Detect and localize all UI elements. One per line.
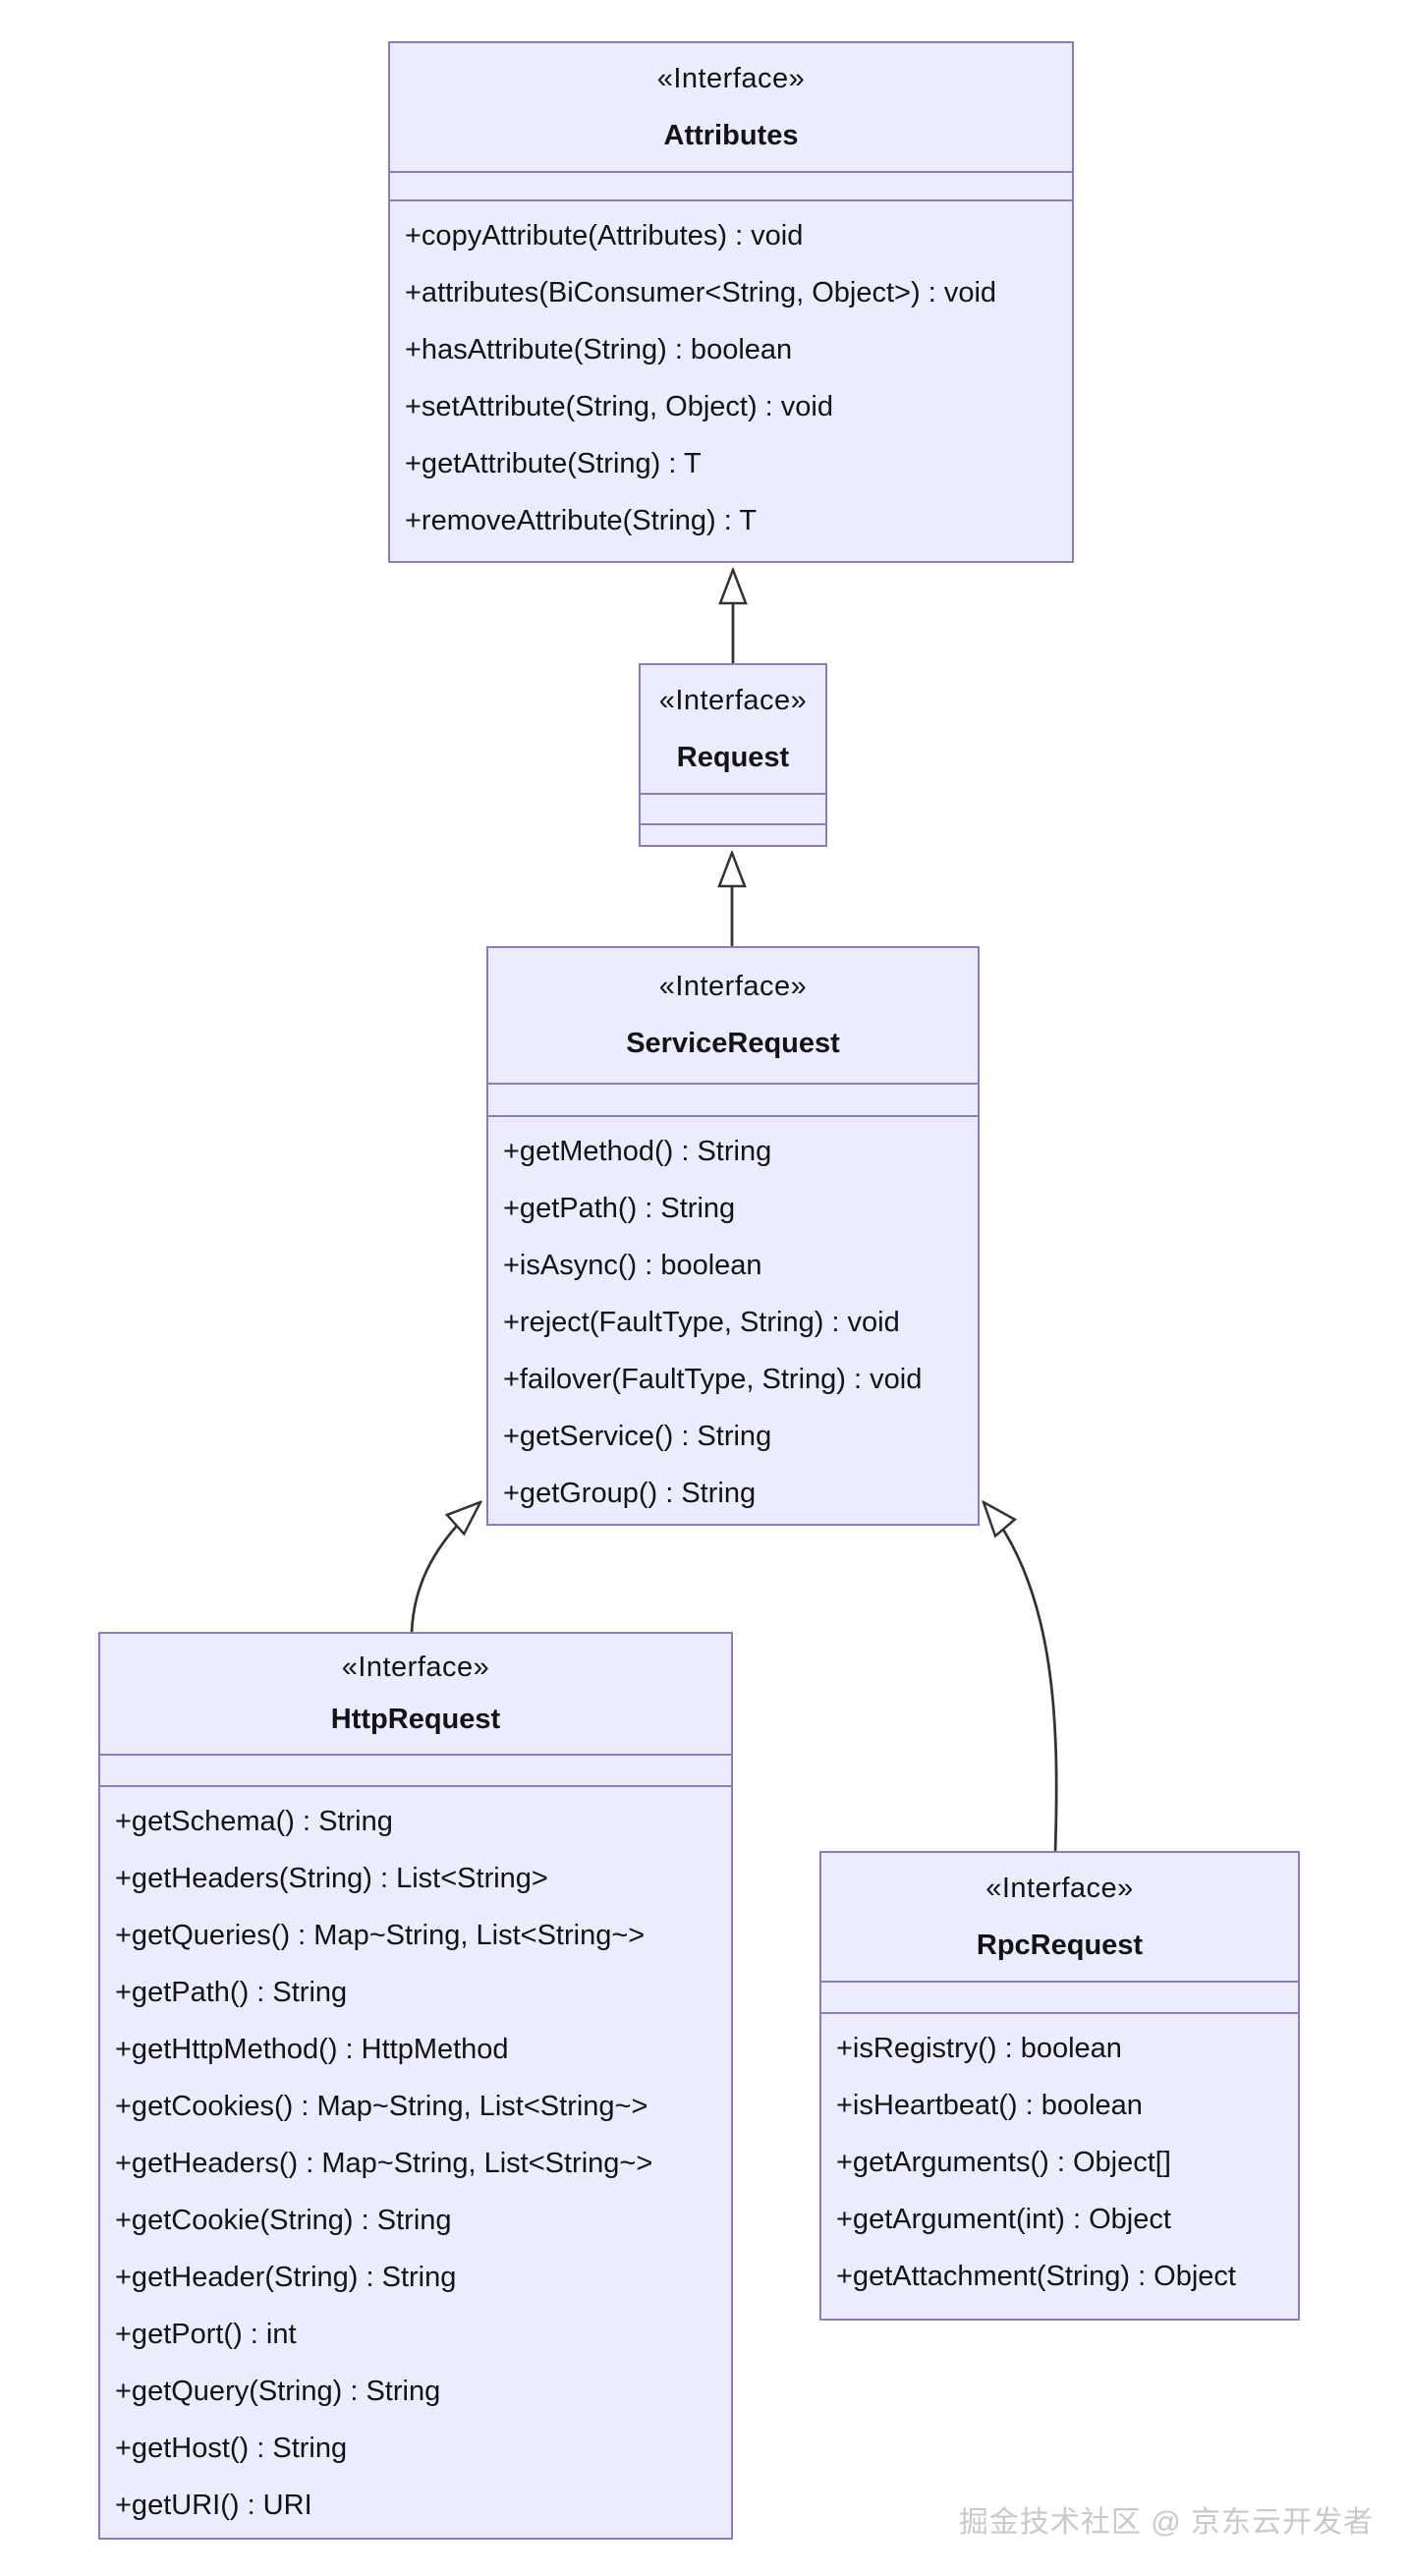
method-item: +getQueries() : Map~String, List<String~…	[115, 1919, 646, 1951]
method-item: +getArgument(int) : Object	[836, 2203, 1171, 2235]
class-box-rpcrequest: «Interface» RpcRequest +isRegistry() : b…	[819, 1851, 1300, 2321]
inheritance-arrow-rpcrequest-to-servicerequest	[984, 1502, 1058, 1854]
class-name-servicerequest: ServiceRequest	[626, 1028, 840, 1059]
method-item: +removeAttribute(String) : T	[405, 504, 758, 536]
method-item: +getSchema() : String	[115, 1805, 393, 1837]
method-item: +getHttpMethod() : HttpMethod	[115, 2033, 509, 2065]
stereotype-label: «Interface»	[658, 971, 808, 1002]
methods-compartment-rpcrequest: +isRegistry() : boolean +isHeartbeat() : …	[821, 2012, 1298, 2319]
method-item: +getHeaders(String) : List<String>	[115, 1862, 548, 1894]
stereotype-label: «Interface»	[656, 62, 806, 94]
method-item: +setAttribute(String, Object) : void	[405, 390, 833, 422]
method-item: +getService() : String	[503, 1420, 772, 1452]
class-title-attributes: «Interface» Attributes	[390, 43, 1072, 171]
method-item: +isAsync() : boolean	[503, 1249, 762, 1281]
method-item: +getMethod() : String	[503, 1135, 772, 1167]
method-item: +reject(FaultType, String) : void	[503, 1306, 900, 1338]
fields-compartment-httprequest	[100, 1754, 731, 1785]
class-name-rpcrequest: RpcRequest	[976, 1929, 1144, 1961]
method-item: +getGroup() : String	[503, 1477, 757, 1509]
class-box-httprequest: «Interface» HttpRequest +getSchema() : S…	[98, 1632, 733, 2540]
class-title-rpcrequest: «Interface» RpcRequest	[821, 1853, 1298, 1981]
method-item: +failover(FaultType, String) : void	[503, 1363, 923, 1395]
fields-compartment-servicerequest	[488, 1083, 978, 1115]
method-item: +isHeartbeat() : boolean	[836, 2089, 1143, 2121]
method-item: +getQuery(String) : String	[115, 2375, 441, 2407]
methods-compartment-servicerequest: +getMethod() : String +getPath() : String…	[488, 1115, 978, 1524]
class-box-attributes: «Interface» Attributes +copyAttribute(At…	[388, 41, 1074, 563]
class-box-servicerequest: «Interface» ServiceRequest +getMethod() …	[486, 946, 980, 1526]
class-title-request: «Interface» Request	[641, 665, 825, 793]
method-item: +hasAttribute(String) : boolean	[405, 333, 793, 365]
method-item: +getPath() : String	[115, 1976, 348, 2008]
watermark: 掘金技术社区 @ 京东云开发者	[958, 2506, 1374, 2539]
method-item: +getPort() : int	[115, 2318, 297, 2350]
inheritance-arrow-httprequest-to-servicerequest	[410, 1502, 480, 1634]
methods-compartment-request	[641, 823, 825, 845]
method-item: +getCookie(String) : String	[115, 2204, 452, 2236]
method-item: +getAttachment(String) : Object	[836, 2260, 1236, 2292]
class-name-request: Request	[676, 741, 790, 773]
class-name-attributes: Attributes	[663, 119, 799, 151]
methods-compartment-httprequest: +getSchema() : String +getHeaders(String)…	[100, 1785, 731, 2538]
fields-compartment-attributes	[390, 171, 1072, 199]
stereotype-label: «Interface»	[341, 1652, 490, 1683]
method-item: +copyAttribute(Attributes) : void	[405, 219, 804, 252]
class-name-httprequest: HttpRequest	[330, 1704, 501, 1735]
methods-compartment-attributes: +copyAttribute(Attributes) : void +attrib…	[390, 199, 1072, 561]
class-box-request: «Interface» Request	[639, 663, 827, 847]
method-item: +getArguments() : Object[]	[836, 2146, 1171, 2178]
method-item: +getHeader(String) : String	[115, 2261, 457, 2293]
fields-compartment-request	[641, 793, 825, 823]
method-item: +getURI() : URI	[115, 2489, 312, 2521]
method-item: +getHost() : String	[115, 2432, 348, 2464]
method-item: +isRegistry() : boolean	[836, 2032, 1122, 2064]
method-item: +getPath() : String	[503, 1192, 736, 1224]
method-item: +attributes(BiConsumer<String, Object>) …	[405, 276, 997, 308]
class-title-servicerequest: «Interface» ServiceRequest	[488, 948, 978, 1083]
class-title-httprequest: «Interface» HttpRequest	[100, 1634, 731, 1754]
stereotype-label: «Interface»	[658, 684, 808, 716]
method-item: +getAttribute(String) : T	[405, 447, 702, 479]
stereotype-label: «Interface»	[985, 1872, 1134, 1904]
fields-compartment-rpcrequest	[821, 1981, 1298, 2012]
method-item: +getCookies() : Map~String, List<String~…	[115, 2090, 648, 2122]
method-item: +getHeaders() : Map~String, List<String~…	[115, 2147, 653, 2179]
